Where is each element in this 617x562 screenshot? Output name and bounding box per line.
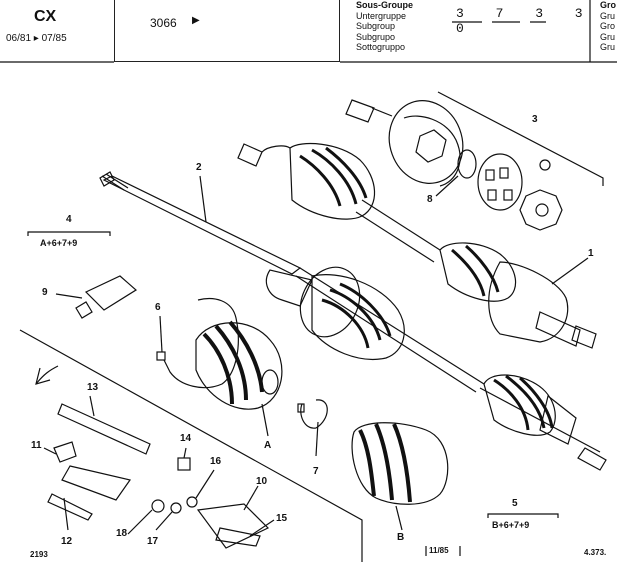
group-number: 3 7 3 3 0: [456, 6, 595, 36]
kit-4-contents: A+6+7+9: [40, 238, 78, 248]
boot-a: [195, 320, 283, 410]
callout-18: 18: [116, 528, 128, 539]
pin-12: [47, 493, 93, 521]
leader-1: [551, 257, 589, 285]
leader-9: [55, 293, 83, 299]
nut-18: [151, 499, 165, 513]
group-label: Gro: [600, 21, 616, 31]
callout-13: 13: [87, 382, 99, 393]
callout-17: 17: [147, 536, 159, 547]
group-label: Gru: [600, 10, 616, 21]
short-driveshaft: [237, 142, 597, 349]
footer-right-code: 4.373.: [584, 548, 607, 557]
callout-2: 2: [196, 162, 202, 173]
leader-11: [43, 447, 57, 455]
arrow-curve-icon: [35, 365, 59, 385]
leader-16: [195, 469, 215, 499]
bracket-3: [437, 91, 604, 186]
arrow-head-icon: [35, 367, 51, 385]
callout-10: 10: [256, 476, 268, 487]
callout-14: 14: [180, 433, 192, 444]
footer-date-code: 11/85: [429, 546, 449, 555]
leader-10: [243, 485, 259, 511]
callout-1: 1: [588, 248, 594, 259]
leader-17: [155, 511, 173, 531]
reference-arrow-icon: ▶: [192, 15, 200, 26]
callout-16: 16: [210, 456, 222, 467]
kit-4-bracket: [27, 231, 111, 236]
washer-17: [170, 502, 182, 514]
subgroup-label: Subgroup: [356, 21, 396, 31]
callout-11: 11: [31, 440, 42, 451]
leader-7: [315, 421, 319, 457]
callout-a: A: [264, 440, 272, 451]
callout-9: 9: [42, 287, 48, 298]
subgroup-label: Sous-Groupe: [356, 0, 414, 10]
bracket-10: [196, 503, 270, 549]
nut-14: [177, 457, 191, 471]
leader-14: [183, 447, 187, 459]
callout-8: 8: [427, 194, 433, 205]
callout-12: 12: [61, 536, 73, 547]
callout-3: 3: [532, 114, 538, 125]
leader-a: [261, 403, 269, 437]
washer-16: [186, 496, 198, 508]
leader-15: [249, 519, 275, 537]
group-labels: Gro Gru Gro Gru Gru: [600, 0, 616, 53]
subgroup-label: Subgrupo: [356, 31, 396, 42]
bracket-11: [53, 441, 77, 463]
grease-sachet: [75, 275, 138, 319]
subgroup-label: Sottogruppo: [356, 42, 406, 52]
circlip: [457, 149, 477, 179]
boot-b: [351, 422, 449, 505]
clip-7-lock: [297, 403, 305, 413]
inner-hub: [519, 189, 563, 231]
leader-12: [63, 497, 69, 531]
leader-8: [435, 175, 459, 197]
group-label: Gru: [600, 42, 616, 52]
boot-clip-7: [300, 399, 328, 429]
leader-2: [199, 175, 207, 223]
callout-15: 15: [276, 513, 288, 524]
callout-4: 4: [66, 214, 72, 225]
reference-code: 3066: [150, 16, 177, 30]
leader-b: [395, 505, 403, 531]
leader-13: [89, 395, 95, 417]
kit-5-contents: B+6+7+9: [492, 520, 530, 530]
kit-5-bracket: [487, 513, 559, 518]
callout-6: 6: [155, 302, 161, 313]
date-range: 06/81 ▸ 07/85: [6, 33, 67, 44]
model-name: CX: [34, 8, 57, 25]
leader-6: [159, 315, 163, 353]
subgroup-label: Untergruppe: [356, 10, 407, 21]
clip-6-lock: [156, 351, 166, 361]
cv-joint-center: [265, 266, 405, 360]
ball: [539, 159, 551, 171]
boot-clip-6: [163, 297, 239, 389]
subgroup-labels: Sous-Groupe Untergruppe Subgroup Subgrup…: [356, 0, 413, 53]
strap-13: [57, 403, 151, 455]
group-label: Gro: [600, 0, 617, 10]
callout-5: 5: [512, 498, 518, 509]
reference-box: [114, 0, 340, 62]
ball-cage: [477, 153, 523, 211]
group-label: Gru: [600, 31, 616, 42]
long-driveshaft: [99, 171, 607, 471]
callout-b: B: [397, 532, 405, 543]
date-box: [425, 546, 461, 556]
callout-7: 7: [313, 466, 319, 477]
bolt-15: [215, 527, 261, 547]
outer-joint-bowl: [345, 99, 464, 187]
leader-18: [127, 509, 153, 535]
cv-joint-lower-right: [483, 374, 577, 445]
footer-left-code: 2193: [30, 550, 48, 559]
accessory-divider: [19, 329, 363, 562]
tool-plate: [61, 465, 132, 501]
